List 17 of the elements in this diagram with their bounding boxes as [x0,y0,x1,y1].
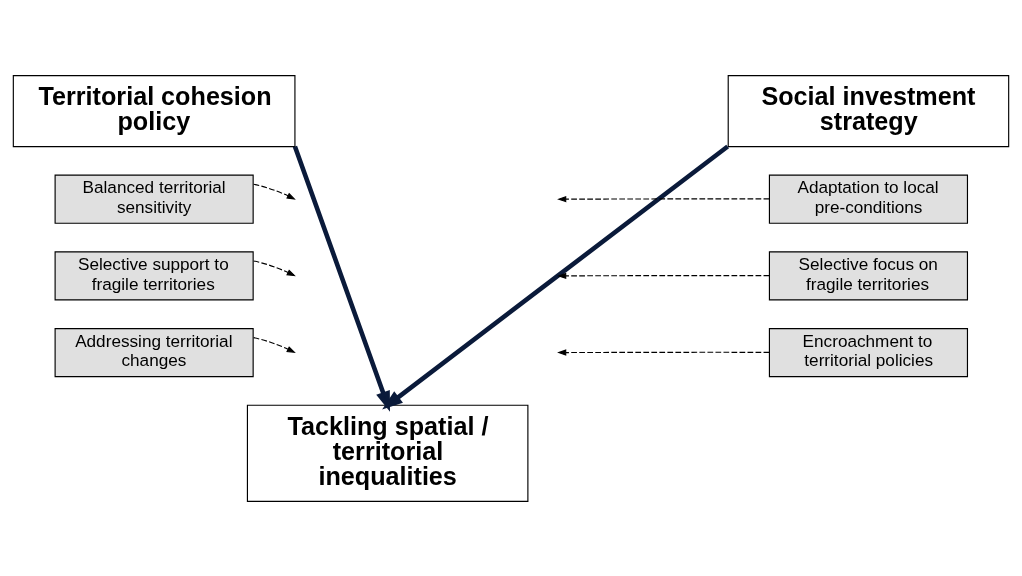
node-box: Addressing territorial changes [54,327,254,377]
node-box: Social investment strategy [727,74,1010,147]
arrow [253,259,296,276]
node-box: Selective focus on fragile territories [768,250,969,300]
arrow [382,144,730,409]
arrow [253,183,296,200]
node-box: Selective support to fragile territories [54,250,254,300]
node-box: Adaptation to local pre-conditions [768,174,969,224]
node-box: Encroachment to territorial policies [768,327,969,377]
arrow [253,336,296,353]
arrow [292,145,390,412]
node-box: Territorial cohesion policy [12,74,296,147]
arrow [557,272,770,279]
node-box: Tackling spatial / territorial inequalities [246,404,529,502]
arrow [557,348,770,356]
node-box: Balanced territorial sensitivity [54,174,254,224]
arrow [557,195,770,202]
